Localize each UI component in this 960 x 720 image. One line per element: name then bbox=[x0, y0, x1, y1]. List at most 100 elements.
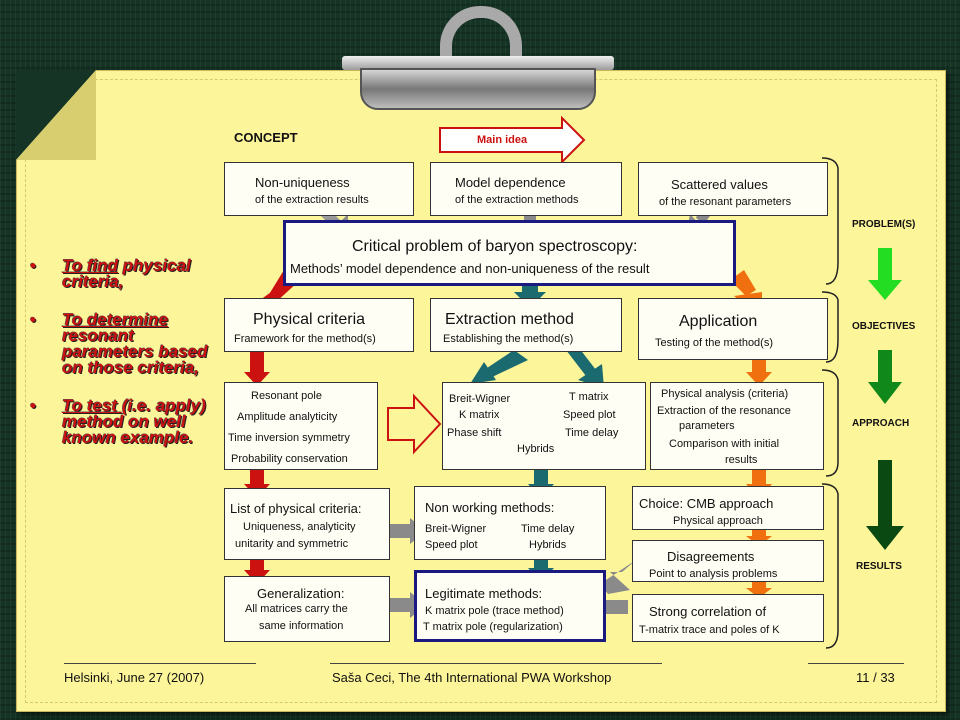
bullet-text: (i.e. apply) method on well known exampl… bbox=[62, 396, 206, 447]
approach-application-box: Physical analysis (criteria) Extraction … bbox=[650, 382, 824, 470]
results-line: unitarity and symmetric bbox=[235, 538, 349, 550]
objective-sub: Framework for the method(s) bbox=[234, 333, 376, 345]
bullet-keyword: To find bbox=[62, 256, 119, 275]
method-ps: Phase shift bbox=[447, 427, 502, 439]
concept-label: CONCEPT bbox=[234, 130, 298, 145]
objective-extraction-method: Extraction method Establishing the metho… bbox=[430, 298, 622, 352]
objective-title: Application bbox=[679, 313, 758, 330]
approach-methods-box: Breit-Wigner T matrix K matrix Speed plo… bbox=[442, 382, 646, 470]
approach-line: Physical analysis (criteria) bbox=[661, 388, 789, 400]
objective-sub: Testing of the method(s) bbox=[655, 337, 774, 349]
results-line: All matrices carry the bbox=[245, 603, 348, 615]
approach-line: Amplitude analyticity bbox=[237, 411, 338, 423]
approach-physical-box: Resonant pole Amplitude analyticity Time… bbox=[224, 382, 378, 470]
results-line: Point to analysis problems bbox=[649, 568, 778, 580]
problem-title: Non-uniqueness bbox=[255, 175, 350, 190]
main-idea-arrow bbox=[439, 115, 586, 165]
problem-title: Model dependence bbox=[455, 175, 566, 190]
results-criteria-box: List of physical criteria: Uniqueness, a… bbox=[224, 488, 390, 560]
method-tm: T matrix bbox=[569, 391, 609, 403]
bullet-text: resonant parameters based on those crite… bbox=[62, 326, 208, 377]
binder-clip-body bbox=[360, 68, 596, 110]
goals-bullet-list: • To find physical criteria, • To determ… bbox=[30, 256, 215, 462]
results-line: Uniqueness, analyticity bbox=[243, 521, 356, 533]
side-label-objectives: OBJECTIVES bbox=[852, 321, 916, 332]
results-line: T-matrix trace and poles of K bbox=[639, 624, 780, 636]
results-nonworking-box: Non working methods: Breit-Wigner Time d… bbox=[414, 486, 606, 560]
critical-problem-box: Critical problem of baryon spectroscopy:… bbox=[283, 220, 736, 286]
bullet-dot: • bbox=[30, 396, 36, 415]
bullet-find-criteria: • To find physical criteria, bbox=[30, 256, 215, 290]
objective-sub: Establishing the method(s) bbox=[443, 333, 574, 345]
nonworking-sp: Speed plot bbox=[425, 539, 478, 551]
footer-line-left bbox=[64, 663, 256, 664]
bullet-keyword: To determine bbox=[62, 310, 169, 329]
right-results-down-arrow-2 bbox=[746, 580, 772, 598]
method-km: K matrix bbox=[459, 409, 500, 421]
method-hy: Hybrids bbox=[517, 443, 555, 455]
objective-application: Application Testing of the method(s) bbox=[638, 298, 828, 360]
bullet-dot: • bbox=[30, 310, 36, 329]
bullet-keyword: To test bbox=[62, 396, 122, 415]
results-title: Disagreements bbox=[667, 549, 755, 564]
physical-to-approach-arrow bbox=[244, 352, 270, 386]
side-label-approach: APPROACH bbox=[852, 418, 910, 429]
approach-line: Extraction of the resonance bbox=[657, 405, 791, 417]
brace-approach bbox=[821, 369, 839, 477]
green-arrow-mid bbox=[868, 350, 902, 404]
problem-box-model-dependence: Model dependence of the extraction metho… bbox=[430, 162, 622, 216]
nonworking-hy: Hybrids bbox=[529, 539, 567, 551]
approach-line: Time inversion symmetry bbox=[228, 432, 350, 444]
side-label-problems: PROBLEM(S) bbox=[852, 219, 916, 230]
results-line: same information bbox=[259, 620, 344, 632]
method-sp: Speed plot bbox=[563, 409, 616, 421]
brace-objectives bbox=[821, 291, 839, 363]
results-title: Legitimate methods: bbox=[425, 586, 543, 601]
nonworking-td: Time delay bbox=[521, 523, 575, 535]
green-arrow-dark bbox=[866, 460, 904, 550]
results-line: K matrix pole (trace method) bbox=[425, 605, 564, 617]
results-choice-box: Choice: CMB approach Physical approach bbox=[632, 486, 824, 530]
approach-line: Probability conservation bbox=[231, 453, 348, 465]
footer-line-right bbox=[808, 663, 904, 664]
results-title: List of physical criteria: bbox=[230, 501, 362, 516]
nonworking-bw: Breit-Wigner bbox=[425, 523, 487, 535]
disagreements-to-legitimate-arrow bbox=[600, 560, 636, 594]
results-disagreements-box: Disagreements Point to analysis problems bbox=[632, 540, 824, 582]
footer-page-number: 11 / 33 bbox=[856, 670, 895, 685]
approach-flow-arrow bbox=[387, 393, 442, 455]
page-curl-fold bbox=[16, 70, 96, 160]
brace-results bbox=[821, 483, 839, 649]
results-line: T matrix pole (regularization) bbox=[423, 621, 563, 633]
footer-date: Helsinki, June 27 (2007) bbox=[64, 670, 205, 685]
critical-sub: Methods’ model dependence and non-unique… bbox=[290, 261, 650, 276]
green-arrow-light bbox=[868, 248, 902, 300]
footer-author: Saša Ceci, The 4th International PWA Wor… bbox=[332, 670, 612, 685]
objective-title: Extraction method bbox=[445, 311, 574, 328]
binder-clip-plate bbox=[342, 56, 614, 70]
results-correlation-box: Strong correlation of T-matrix trace and… bbox=[632, 594, 824, 642]
approach-line: parameters bbox=[679, 420, 735, 432]
problem-sub: of the resonant parameters bbox=[659, 196, 792, 208]
bullet-dot: • bbox=[30, 256, 36, 275]
method-td: Time delay bbox=[565, 427, 619, 439]
results-legitimate-box: Legitimate methods: K matrix pole (trace… bbox=[414, 570, 606, 642]
problem-box-scattered: Scattered values of the resonant paramet… bbox=[638, 162, 828, 216]
brace-problems bbox=[821, 157, 839, 285]
side-label-results: RESULTS bbox=[856, 561, 902, 572]
bullet-determine-parameters: • To determine resonant parameters based… bbox=[30, 310, 215, 377]
approach-line: Resonant pole bbox=[251, 390, 322, 402]
objective-physical-criteria: Physical criteria Framework for the meth… bbox=[224, 298, 414, 352]
bullet-test-method: • To test (i.e. apply) method on well kn… bbox=[30, 396, 215, 447]
problem-sub: of the extraction results bbox=[255, 194, 369, 206]
results-title: Generalization: bbox=[257, 586, 345, 601]
results-title: Strong correlation of bbox=[649, 604, 767, 619]
problem-sub: of the extraction methods bbox=[455, 194, 579, 206]
footer-line-center bbox=[330, 663, 662, 664]
problem-title: Scattered values bbox=[671, 177, 768, 192]
results-title: Non working methods: bbox=[425, 500, 555, 515]
method-bw: Breit-Wigner bbox=[449, 393, 511, 405]
problem-box-nonuniqueness: Non-uniqueness of the extraction results bbox=[224, 162, 414, 216]
results-generalization-box: Generalization: All matrices carry the s… bbox=[224, 576, 390, 642]
results-line: Physical approach bbox=[673, 515, 763, 527]
